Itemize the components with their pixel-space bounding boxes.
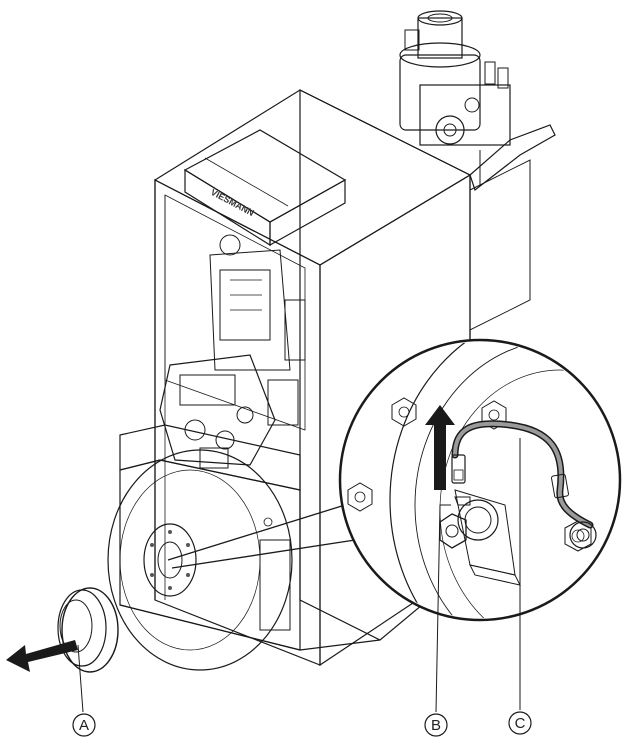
callout-a: A: [72, 713, 96, 737]
inspection-cover: [57, 587, 119, 673]
heat-exchanger-housing: [107, 424, 381, 671]
arrow-up-icon: [425, 405, 455, 490]
viessmann-logo: VIESMANN: [209, 187, 256, 218]
callout-c: C: [508, 711, 532, 735]
callout-leaders: [77, 438, 521, 713]
detail-magnifier: [338, 338, 622, 622]
bolt: [391, 397, 417, 427]
callout-a-letter: A: [79, 717, 89, 734]
detail-leader-lines: [167, 504, 356, 569]
callout-c-letter: C: [515, 715, 526, 732]
control-unit: VIESMANN: [183, 129, 347, 247]
callout-b: B: [424, 713, 448, 737]
ionisation-electrode: [439, 496, 499, 549]
burner-assembly: [209, 234, 306, 371]
callout-b-letter: B: [431, 717, 441, 734]
ionisation-plug: [451, 454, 466, 484]
arrow-left-down-icon: [6, 640, 78, 672]
flue-assembly: [399, 10, 556, 331]
gas-valve: [159, 354, 299, 469]
logo-text: VIESMANN: [209, 187, 256, 218]
bolt: [347, 482, 373, 512]
